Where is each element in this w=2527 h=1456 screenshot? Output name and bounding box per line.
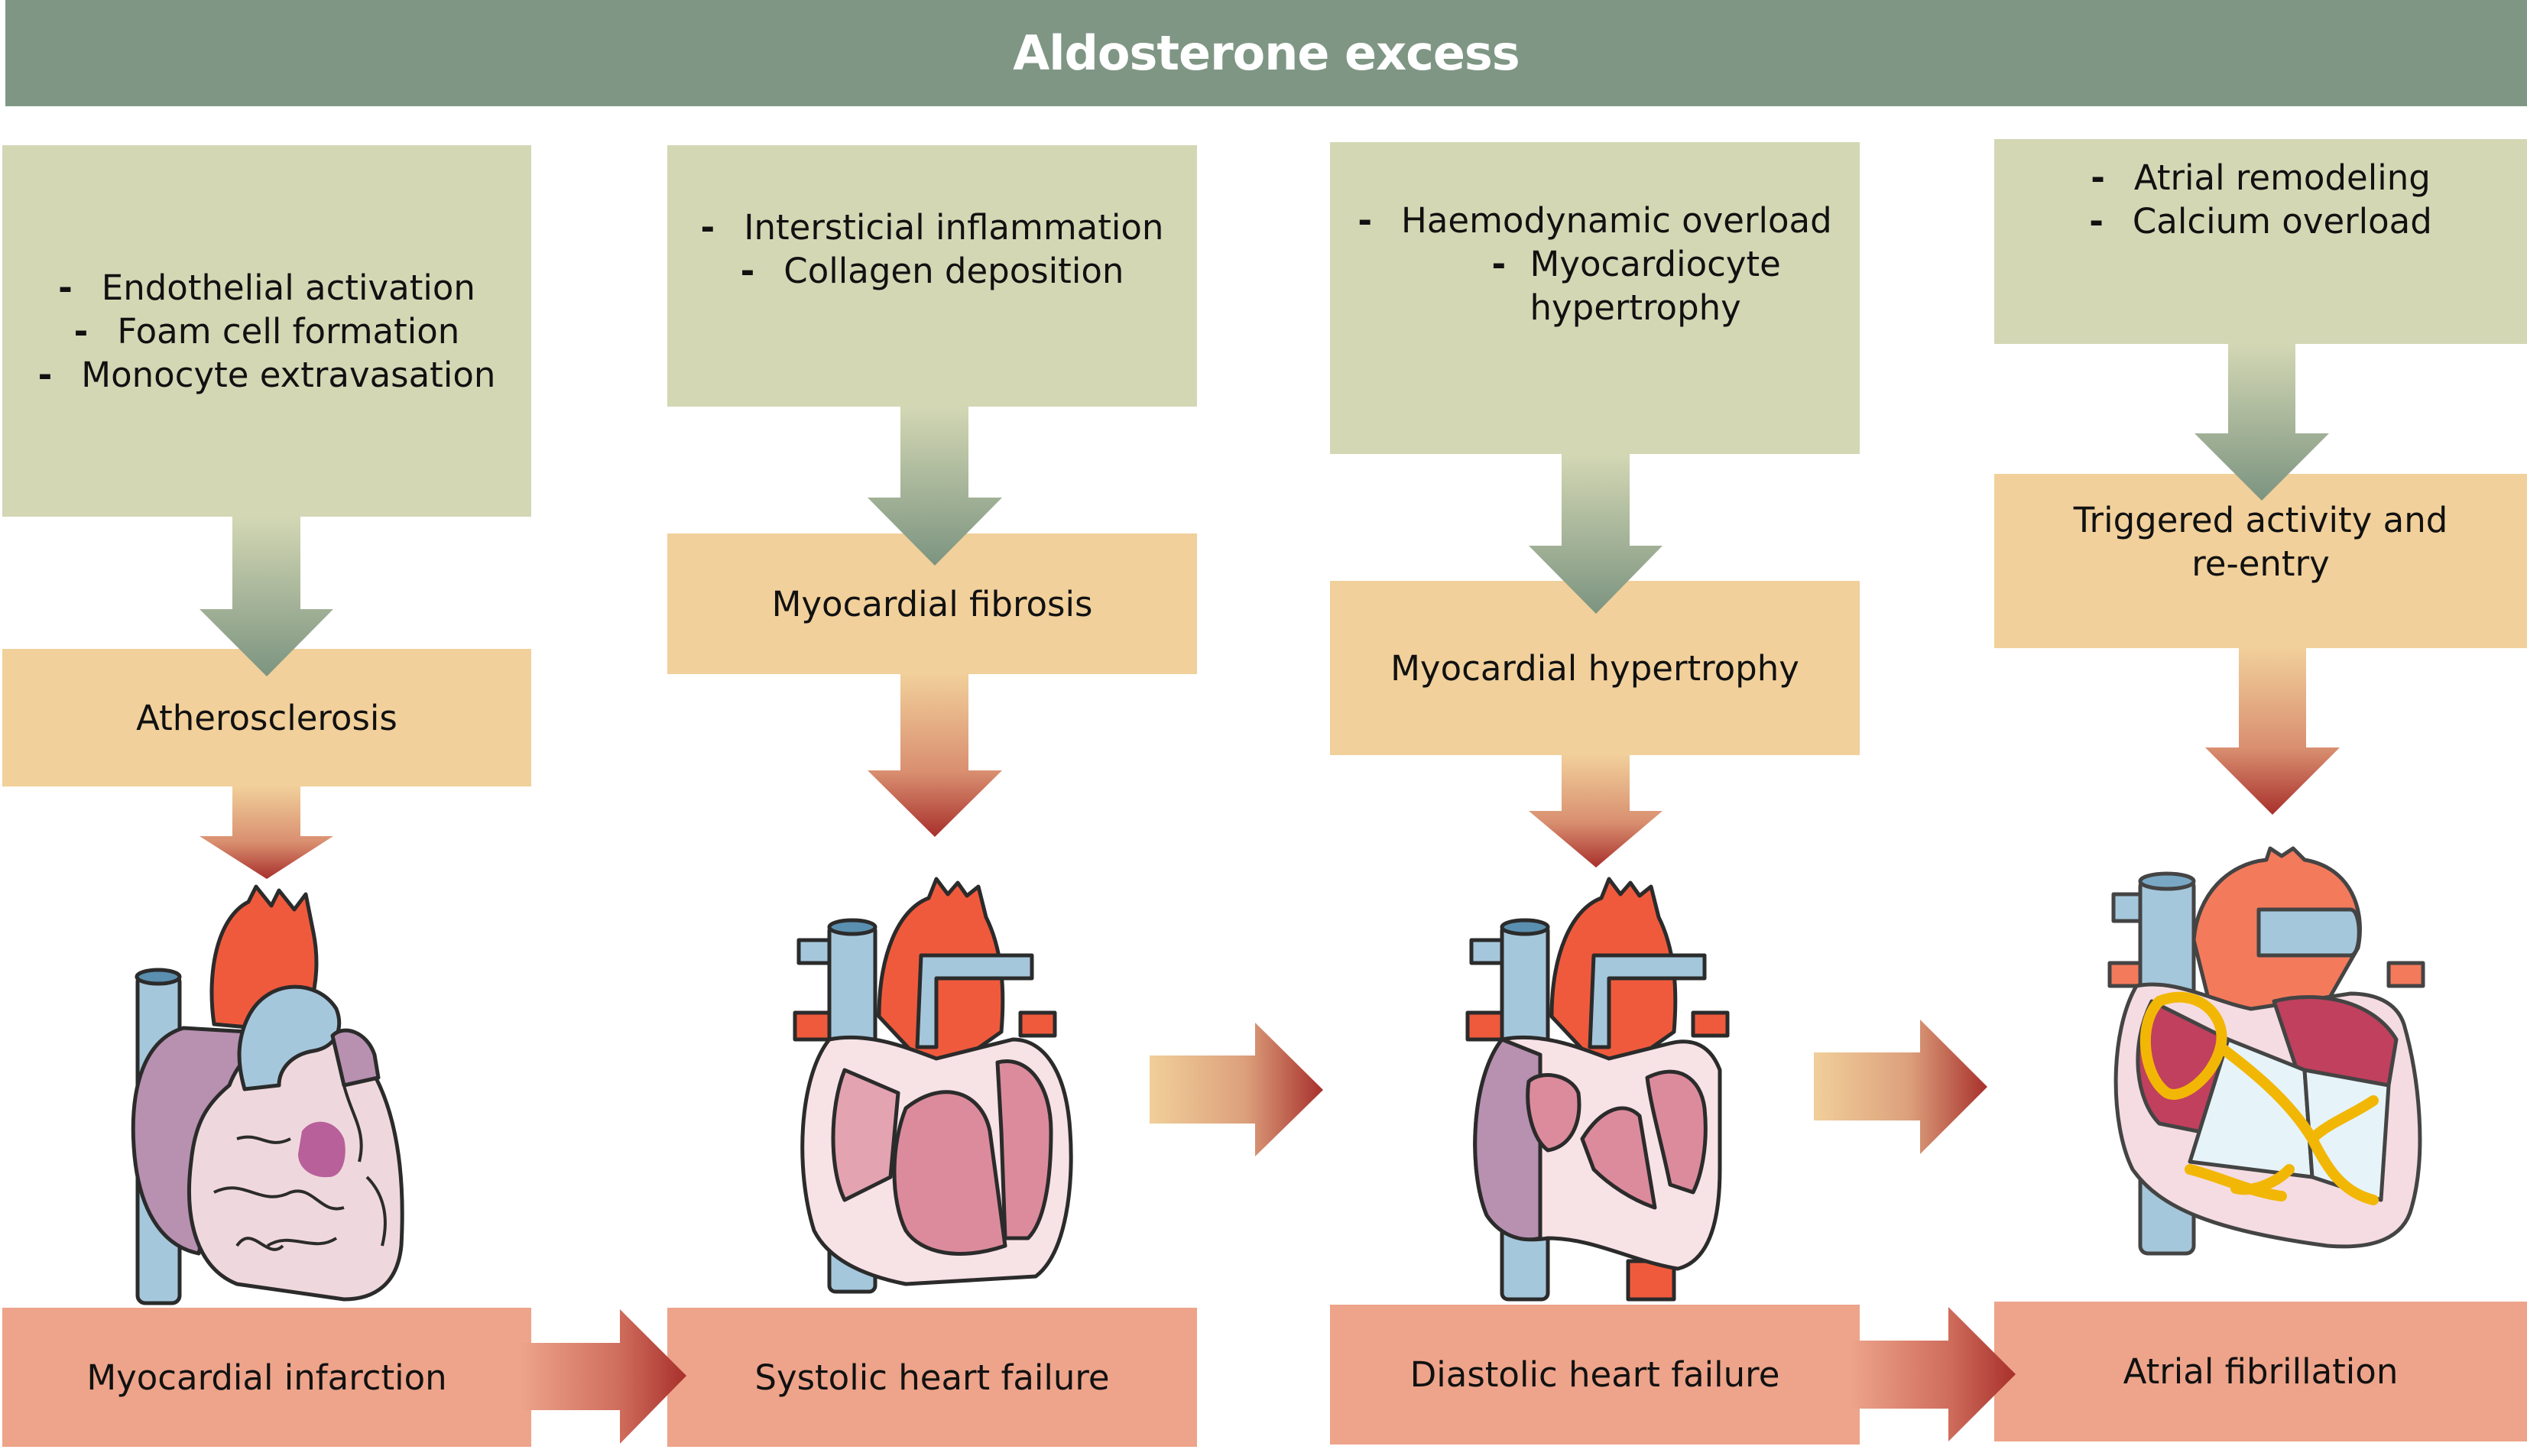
outcome-label: Atrial fibrillation — [2123, 1351, 2399, 1392]
down-arrow-orange-2 — [868, 674, 1002, 837]
mechanism-item: -Collagen deposition — [740, 251, 1124, 291]
title-banner: Aldosterone excess — [5, 0, 2527, 106]
mechanism-item: -Intersticial inflammation — [700, 207, 1164, 248]
mechanism-item: -Monocyte extravasation — [37, 354, 496, 395]
right-arrow-middle-2 — [1814, 1020, 1987, 1154]
heart-dilated-icon — [793, 877, 1073, 1294]
right-arrow-bottom-2 — [1850, 1307, 2016, 1441]
down-arrow-green-3 — [1529, 454, 1662, 614]
intermediate-box-2: Myocardial fibrosis — [667, 533, 1197, 674]
down-arrow-green-4 — [2194, 344, 2329, 501]
intermediate-label: Triggered activity and re-entry — [2073, 500, 2448, 584]
right-arrow-bottom-1 — [520, 1309, 686, 1444]
down-arrow-orange-4 — [2205, 648, 2340, 815]
mechanism-item: -Haemodynamic overload — [1358, 199, 1832, 241]
intermediate-box-4: Triggered activity and re-entry — [1994, 474, 2527, 648]
intermediate-label: Myocardial fibrosis — [771, 583, 1093, 624]
diagram-title: Aldosterone excess — [1013, 25, 1520, 81]
outcome-label: Systolic heart failure — [754, 1357, 1110, 1398]
outcome-box-3: Diastolic heart failure — [1330, 1305, 1860, 1445]
outcome-label: Myocardial infarction — [86, 1357, 447, 1398]
mechanism-item: -Atrial remodeling — [2091, 157, 2431, 198]
right-arrow-middle-1 — [1150, 1023, 1323, 1156]
down-arrow-green-2 — [868, 407, 1002, 566]
mechanism-box-1: -Endothelial activation -Foam cell forma… — [2, 145, 531, 517]
mechanism-item: -Calcium overload — [2089, 201, 2432, 242]
heart-infarct-icon — [131, 884, 404, 1305]
down-arrow-orange-1 — [200, 786, 333, 879]
heart-hypertrophic-icon — [1465, 877, 1730, 1302]
outcome-box-4: Atrial fibrillation — [1994, 1302, 2527, 1441]
mechanism-item: -Endothelial activation — [58, 267, 475, 308]
heart-conduction-icon — [2107, 846, 2425, 1256]
outcome-box-2: Systolic heart failure — [667, 1308, 1197, 1447]
intermediate-label: Myocardial hypertrophy — [1390, 647, 1799, 689]
down-arrow-green-1 — [200, 517, 333, 676]
mechanism-item: -Myocardiocyte hypertrophy — [1491, 243, 1781, 328]
outcome-box-1: Myocardial infarction — [2, 1308, 531, 1447]
mechanism-box-2: -Intersticial inflammation -Collagen dep… — [667, 145, 1197, 407]
down-arrow-orange-3 — [1529, 755, 1662, 867]
mechanism-item: -Foam cell formation — [73, 310, 460, 352]
mechanism-box-3: -Haemodynamic overload -Myocardiocyte hy… — [1330, 142, 1860, 454]
mechanism-box-4: -Atrial remodeling -Calcium overload — [1994, 139, 2527, 344]
intermediate-label: Atherosclerosis — [136, 697, 397, 738]
outcome-label: Diastolic heart failure — [1409, 1354, 1780, 1395]
